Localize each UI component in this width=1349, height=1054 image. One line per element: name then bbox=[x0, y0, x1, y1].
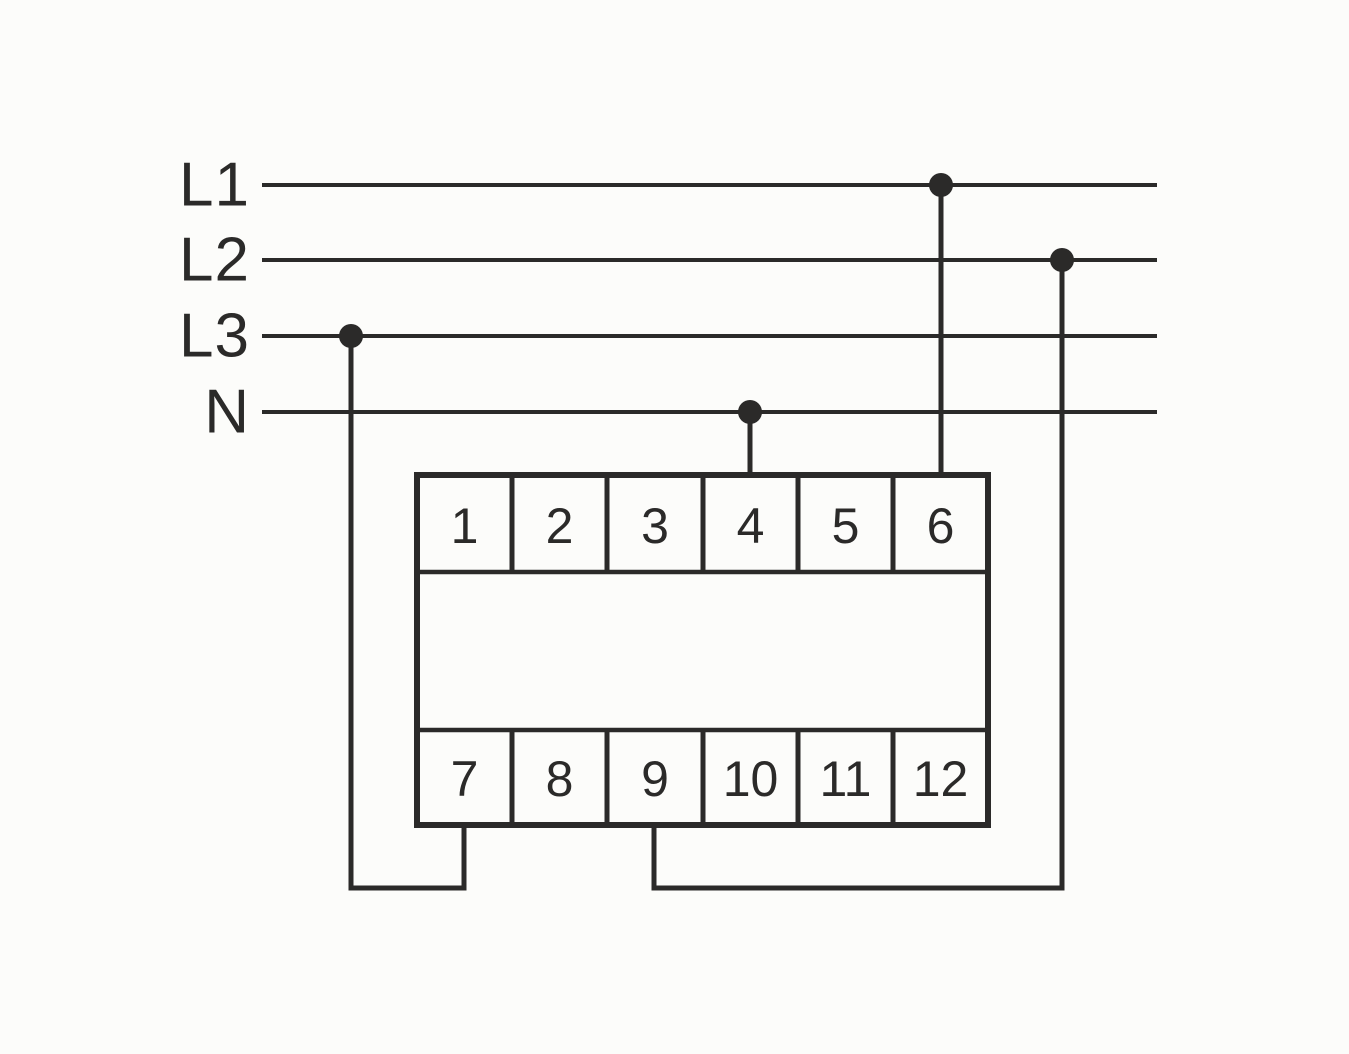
wire-L2-to-terminal-9 bbox=[651, 260, 1065, 891]
terminal-label-9: 9 bbox=[641, 751, 669, 807]
junction-dot-N bbox=[738, 400, 762, 424]
junction-dot-L2 bbox=[1050, 248, 1074, 272]
bus-label-L1: L1 bbox=[179, 151, 250, 220]
terminal-label-10: 10 bbox=[723, 751, 779, 807]
terminal-label-5: 5 bbox=[832, 498, 860, 554]
bus-label-L2: L2 bbox=[179, 226, 250, 295]
terminal-label-3: 3 bbox=[641, 498, 669, 554]
bus-label-N: N bbox=[204, 378, 250, 447]
terminal-label-6: 6 bbox=[927, 498, 955, 554]
terminal-label-8: 8 bbox=[546, 751, 574, 807]
terminal-label-2: 2 bbox=[546, 498, 574, 554]
terminal-label-1: 1 bbox=[451, 498, 479, 554]
junction-dot-L1 bbox=[929, 173, 953, 197]
wire-L3-to-terminal-7 bbox=[348, 336, 467, 891]
terminal-label-7: 7 bbox=[451, 751, 479, 807]
junction-dot-L3 bbox=[339, 324, 363, 348]
bus-label-L3: L3 bbox=[179, 302, 250, 371]
terminal-label-12: 12 bbox=[913, 751, 969, 807]
terminal-label-11: 11 bbox=[820, 751, 872, 807]
terminal-label-4: 4 bbox=[737, 498, 765, 554]
